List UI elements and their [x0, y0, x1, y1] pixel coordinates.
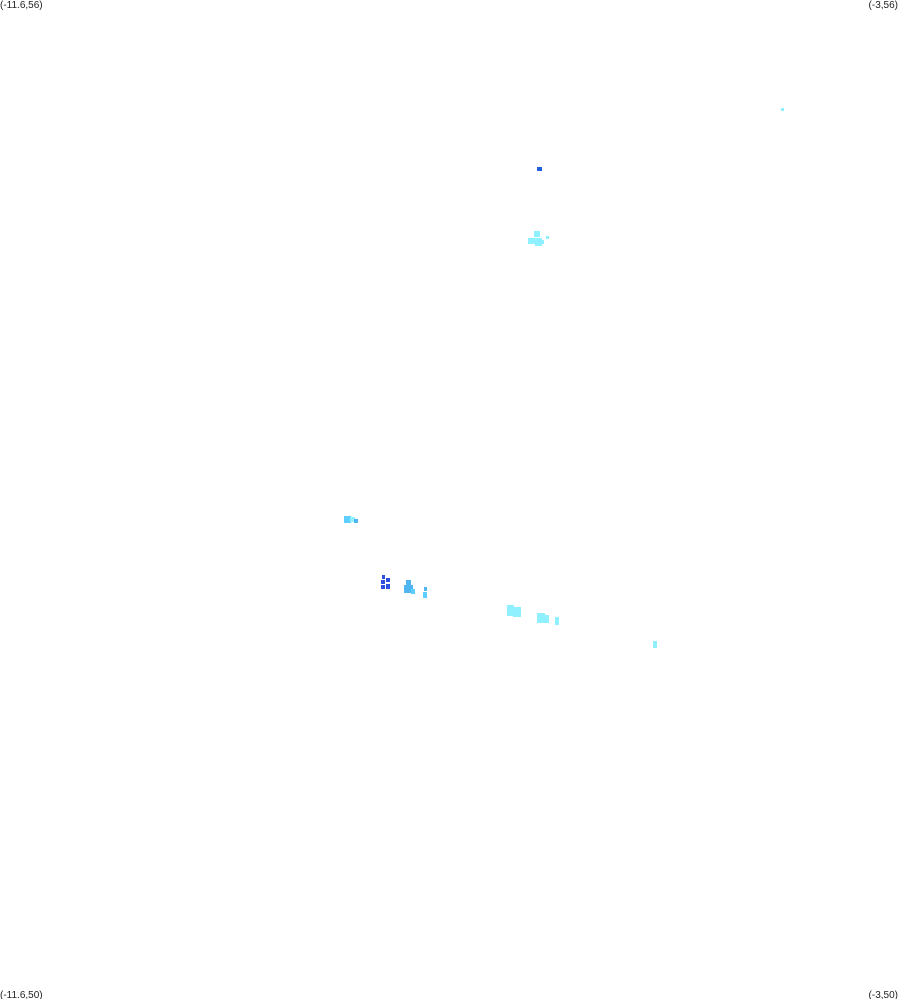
map-cluster [537, 613, 559, 625]
map-point [653, 641, 657, 648]
corner-label-bottom-left: (-11.6,50) [0, 990, 43, 999]
map-point [381, 585, 385, 589]
map-cluster [344, 516, 358, 523]
map-cluster [404, 580, 427, 598]
map-point [386, 584, 390, 589]
map-point [537, 613, 545, 623]
map-point [406, 580, 411, 586]
map-cluster [528, 231, 549, 246]
corner-label-top-right: (-3,56) [868, 0, 898, 11]
map-point [507, 605, 514, 616]
map-point [344, 516, 351, 523]
map-point [543, 615, 549, 623]
map-point [350, 517, 355, 522]
map-point [540, 240, 544, 244]
map-cluster [507, 605, 521, 617]
corner-label-top-left: (-11.6,56) [0, 0, 43, 11]
map-point [546, 236, 549, 239]
map-point [411, 589, 415, 594]
map-point [555, 617, 559, 625]
map-point [404, 585, 413, 593]
map-point [781, 108, 784, 111]
map-point [386, 578, 390, 582]
map-point [534, 231, 540, 237]
map-point [513, 607, 521, 617]
map-point [535, 238, 542, 246]
map-point [382, 575, 385, 579]
map-point [381, 580, 385, 584]
map-point [354, 519, 358, 523]
map-cluster [381, 575, 390, 589]
map-point [423, 592, 427, 598]
corner-label-bottom-right: (-3,50) [868, 990, 898, 999]
map-point [424, 587, 427, 591]
map-point [537, 167, 542, 171]
map-point [528, 238, 536, 244]
